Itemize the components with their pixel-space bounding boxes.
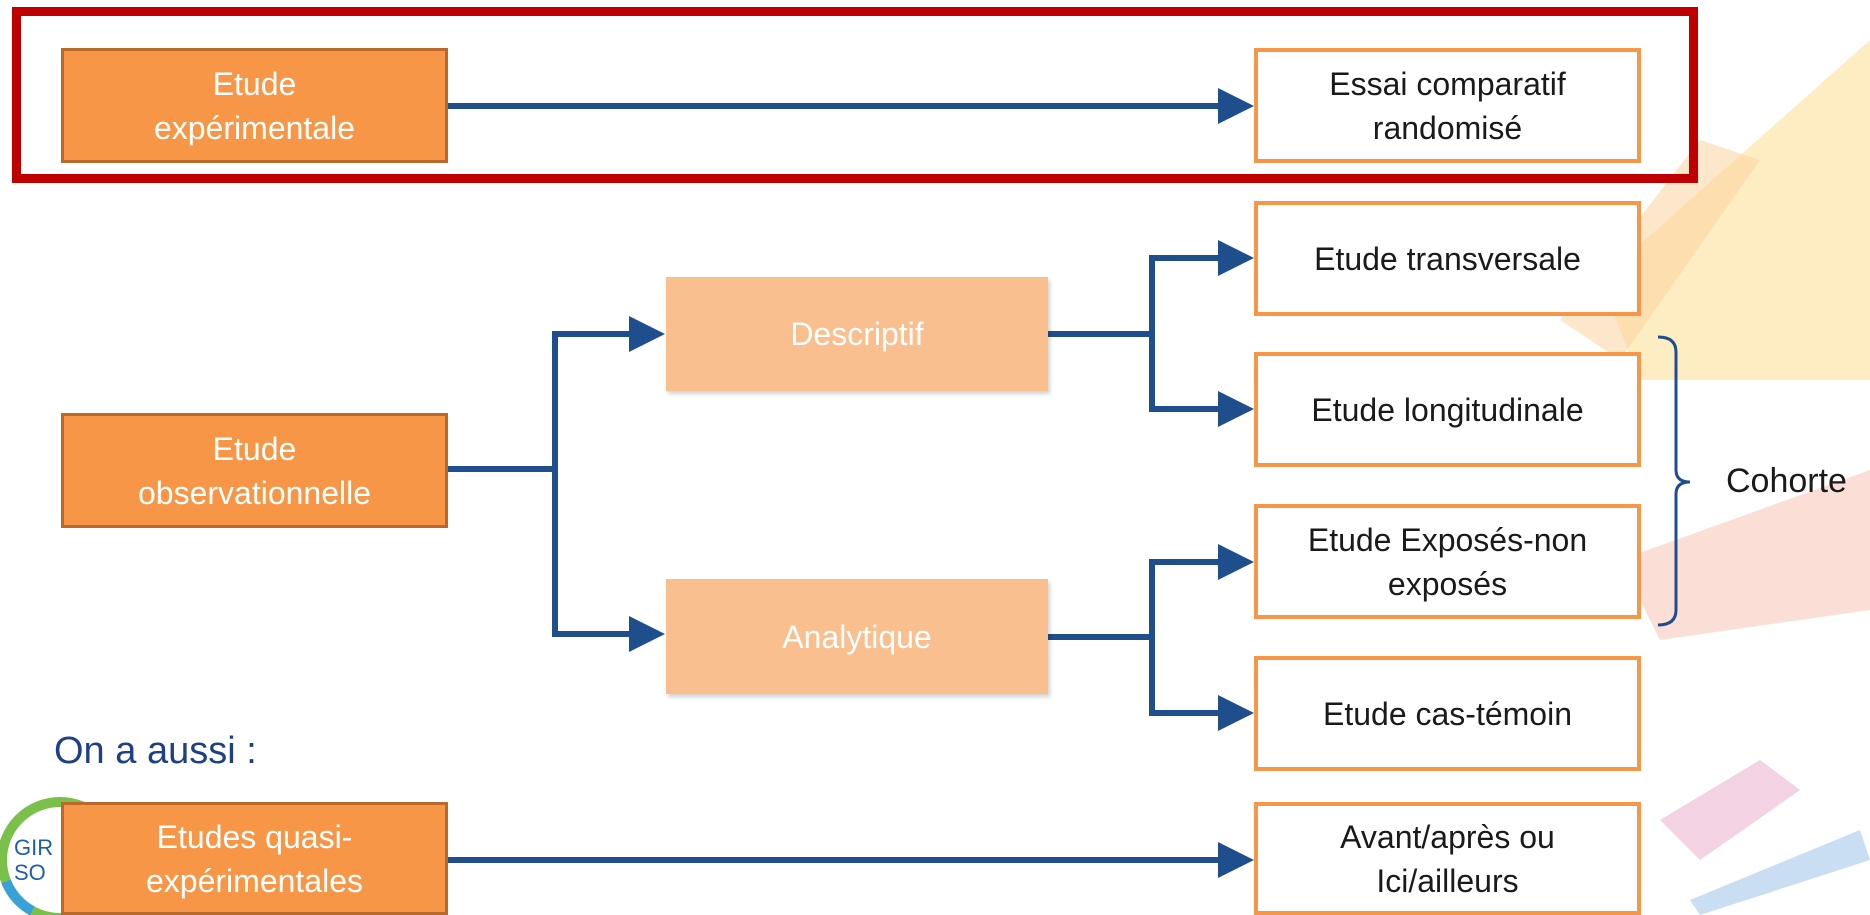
bg-ray-yellow <box>1600 40 1870 380</box>
analytic-node: Analytique <box>666 579 1048 694</box>
case-control-study-node: Etude cas-témoin <box>1254 656 1641 771</box>
descriptive-node: Descriptif <box>666 277 1048 391</box>
also-heading: On a aussi : <box>54 730 257 772</box>
transversal-study-node: Etude transversale <box>1254 201 1641 316</box>
experimental-study-node: Etude expérimentale <box>61 48 448 163</box>
rct-node: Essai comparatif randomisé <box>1254 48 1641 163</box>
before-after-node: Avant/après ou Ici/ailleurs <box>1254 802 1641 915</box>
bg-ray-blue <box>1690 830 1870 915</box>
logo-text: GIR <box>14 835 53 860</box>
quasi-experimental-node: Etudes quasi- expérimentales <box>61 802 448 915</box>
logo-icon: GIR SO <box>0 797 110 915</box>
exposed-unexposed-study-node: Etude Exposés-non exposés <box>1254 504 1641 619</box>
longitudinal-study-node: Etude longitudinale <box>1254 352 1641 467</box>
experimental-highlight-frame <box>12 7 1698 183</box>
observational-study-node: Etude observationnelle <box>61 413 448 528</box>
cohort-brace <box>1657 335 1691 627</box>
bg-ray-red <box>1620 470 1870 640</box>
cohort-label: Cohorte <box>1726 462 1847 500</box>
logo-text-2: SO <box>14 860 46 885</box>
bg-ray-pink <box>1660 760 1800 860</box>
